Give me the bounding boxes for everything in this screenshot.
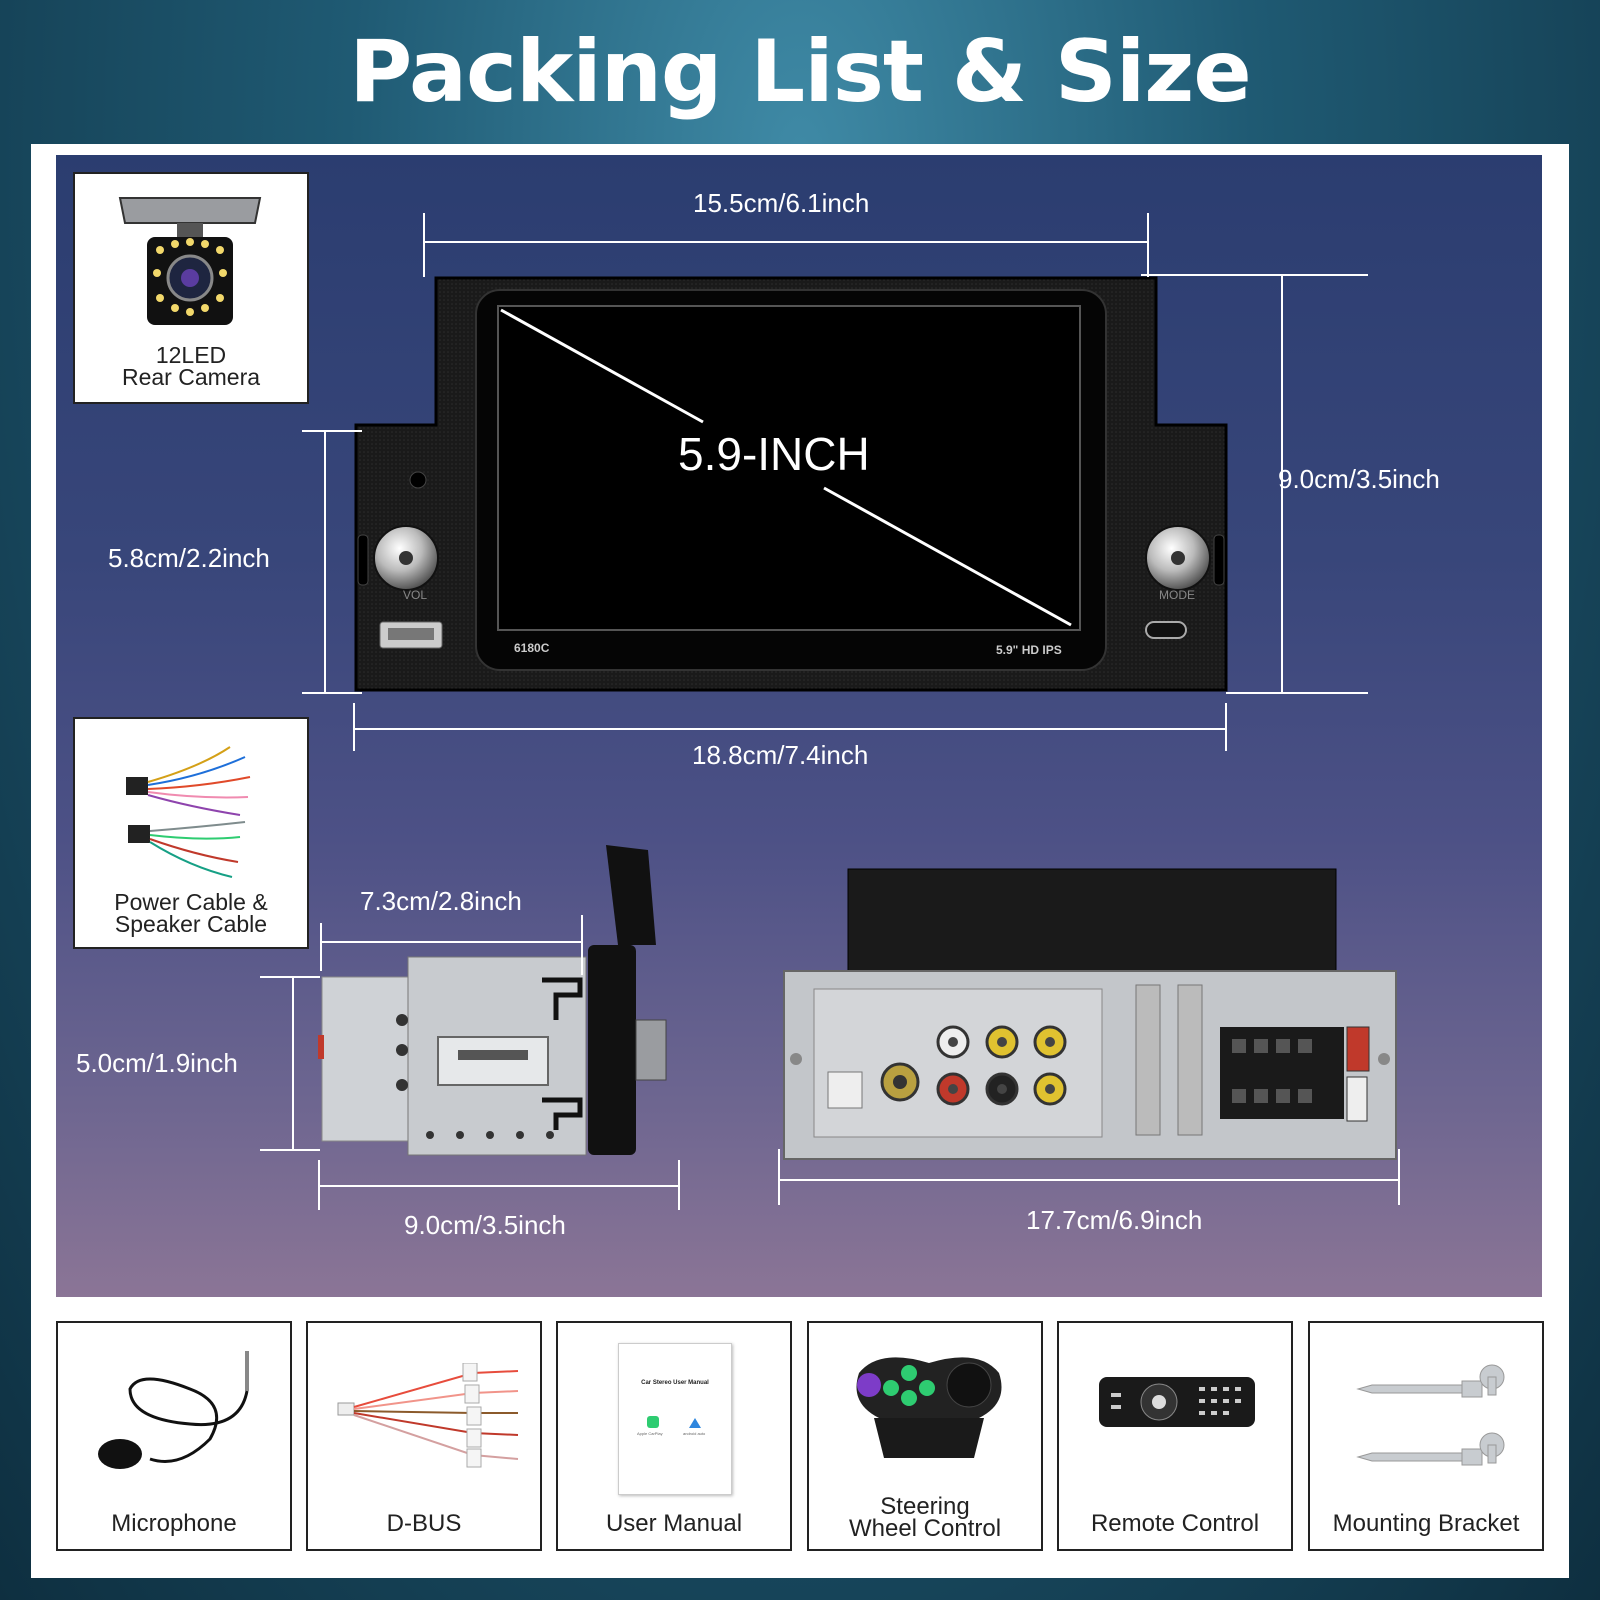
manual-doc-title: Car Stereo User Manual: [641, 1380, 709, 1386]
user-manual-label: User Manual: [605, 1510, 743, 1537]
steering-control-icon: [856, 1357, 1002, 1458]
item-power-cable: Power Cable & Speaker Cable: [73, 717, 309, 949]
dimension-panel: 5.9-INCH 6180C 5.9" HD IPS VOL MODE 15.5…: [56, 155, 1542, 1297]
item-steering-wheel-control: Steering Wheel Control: [807, 1321, 1043, 1551]
vol-knob-label: VOL: [403, 588, 428, 602]
screen-size-label: 5.9-INCH: [678, 428, 870, 480]
accessory-row: Microphone D-BUS Car Stereo User Manual …: [0, 1321, 1600, 1551]
remote-control-label: Remote Control: [1090, 1510, 1260, 1537]
d-bus-label: D-BUS: [386, 1510, 462, 1537]
android-auto-badge: [689, 1418, 701, 1428]
side-view-image: [318, 845, 667, 1156]
back-view-image: [783, 868, 1397, 1160]
power-cable-icon: [126, 746, 251, 878]
dim-back-width: 17.7cm/6.9inch: [1026, 1205, 1203, 1235]
rear-camera-icon: [118, 197, 262, 325]
microphone-icon: [98, 1351, 249, 1469]
item-d-bus: D-BUS: [306, 1321, 542, 1551]
carplay-badge: [647, 1416, 659, 1428]
rear-camera-label-2: Rear Camera: [121, 364, 261, 390]
power-cable-label-2: Speaker Cable: [114, 911, 268, 937]
rear-camera-label-1: 12LED: [155, 342, 227, 368]
front-unit-image: [354, 276, 1228, 692]
model-label: 6180C: [514, 641, 550, 655]
dim-side-full-depth-line: [319, 1185, 680, 1187]
item-rear-camera: 12LED Rear Camera: [73, 172, 309, 404]
dim-body-height-line: [324, 431, 326, 693]
screen-spec-label: 5.9" HD IPS: [996, 643, 1062, 657]
dim-side-height-line: [292, 977, 294, 1150]
dim-top-width: 15.5cm/6.1inch: [693, 188, 870, 218]
item-microphone: Microphone: [56, 1321, 292, 1551]
dim-side-depth: 7.3cm/2.8inch: [360, 886, 522, 916]
dim-body-height: 5.8cm/2.2inch: [108, 543, 270, 573]
mounting-bracket-label: Mounting Bracket: [1332, 1510, 1520, 1537]
item-remote-control: Remote Control: [1057, 1321, 1293, 1551]
dim-top-width-line: [423, 241, 1149, 243]
page-title: Packing List & Size: [349, 22, 1251, 122]
mode-knob-label: MODE: [1159, 588, 1195, 602]
remote-control-icon: [1099, 1377, 1255, 1427]
dim-back-width-line: [779, 1179, 1400, 1181]
dim-side-full-depth: 9.0cm/3.5inch: [404, 1210, 566, 1240]
power-cable-label-1: Power Cable &: [114, 889, 268, 915]
d-bus-icon: [337, 1363, 519, 1468]
item-user-manual: Car Stereo User Manual Apple CarPlay and…: [556, 1321, 792, 1551]
dim-full-height-line: [1281, 275, 1283, 693]
item-mounting-bracket: Mounting Bracket: [1308, 1321, 1544, 1551]
dim-full-width-line: [353, 728, 1227, 730]
mounting-bracket-icon: [1356, 1364, 1505, 1466]
manual-icon: Car Stereo User Manual Apple CarPlay and…: [618, 1343, 732, 1495]
dim-side-depth-line: [321, 941, 583, 943]
dim-full-width: 18.8cm/7.4inch: [692, 740, 869, 770]
dim-full-height: 9.0cm/3.5inch: [1278, 464, 1440, 494]
steering-label-1: Steering: [880, 1493, 970, 1520]
steering-label-2: Wheel Control: [848, 1515, 1002, 1542]
carplay-badge-label: Apple CarPlay: [637, 1431, 663, 1436]
dim-side-height: 5.0cm/1.9inch: [76, 1048, 238, 1078]
microphone-label: Microphone: [111, 1510, 237, 1537]
android-auto-badge-label: android auto: [683, 1431, 706, 1436]
